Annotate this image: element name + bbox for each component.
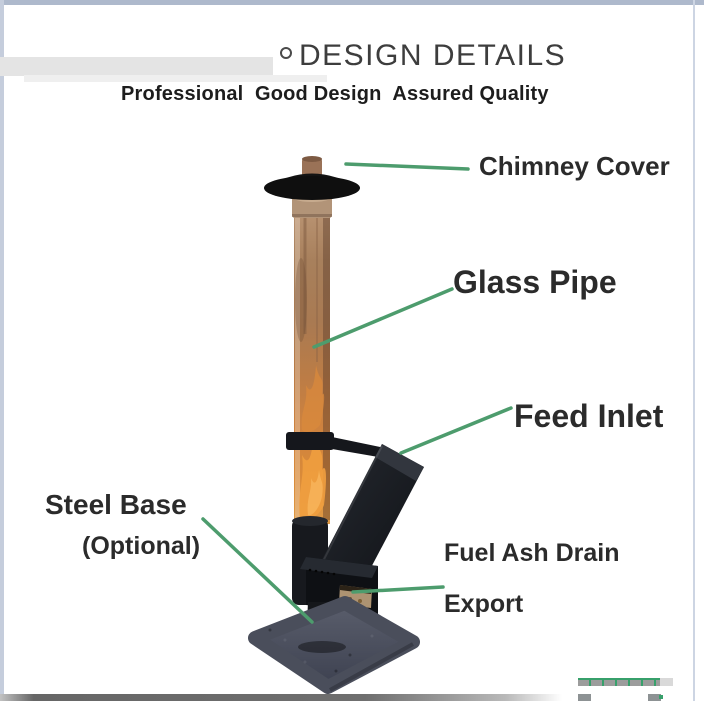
label-chimney-cover: Chimney Cover [479, 151, 670, 181]
chimney-cover-part [264, 173, 360, 200]
scrollbar-artifact-cap [660, 678, 673, 686]
title-backdrop-stripe-thin [24, 75, 327, 82]
leader-feed-inlet [399, 406, 513, 455]
page-title: DESIGN DETAILS [299, 39, 567, 72]
label-steel-base: Steel Base [45, 489, 187, 520]
top-frame-edge [0, 0, 704, 5]
flame-upper [301, 365, 325, 433]
label-fuel-ash-drain: Fuel Ash Drain [444, 539, 620, 567]
page-title-row: DESIGN DETAILS [280, 40, 566, 72]
pipe-clamp-bracket [286, 432, 390, 459]
steel-base-plate [248, 596, 420, 694]
label-steel-base-note: (Optional) [82, 532, 201, 560]
label-feed-inlet: Feed Inlet [514, 398, 664, 434]
page-subtitle: Professional Good Design Assured Quality [121, 83, 549, 105]
cropped-ui-square-left [578, 694, 591, 701]
scrollbar-artifact [578, 678, 660, 686]
leader-glass-pipe [312, 287, 454, 349]
left-frame-edge [0, 0, 4, 701]
label-fuel-ash-export: Export [444, 590, 524, 618]
glass-pipe-body [294, 214, 330, 524]
leader-ash-drain [351, 585, 445, 594]
leader-chimney-cover [344, 162, 470, 171]
cropped-ui-square-right [648, 694, 661, 701]
feed-inlet-tube [315, 444, 424, 596]
bottom-edge-shadow [0, 694, 562, 701]
title-backdrop-stripe [0, 57, 273, 76]
leader-steel-base [201, 517, 314, 624]
green-dot-artifact [659, 695, 663, 699]
right-frame-edge [693, 0, 695, 701]
ash-drain-box [300, 557, 378, 614]
label-glass-pipe: Glass Pipe [453, 264, 617, 300]
leader-lines [201, 162, 513, 624]
circle-bullet-icon [280, 47, 292, 59]
